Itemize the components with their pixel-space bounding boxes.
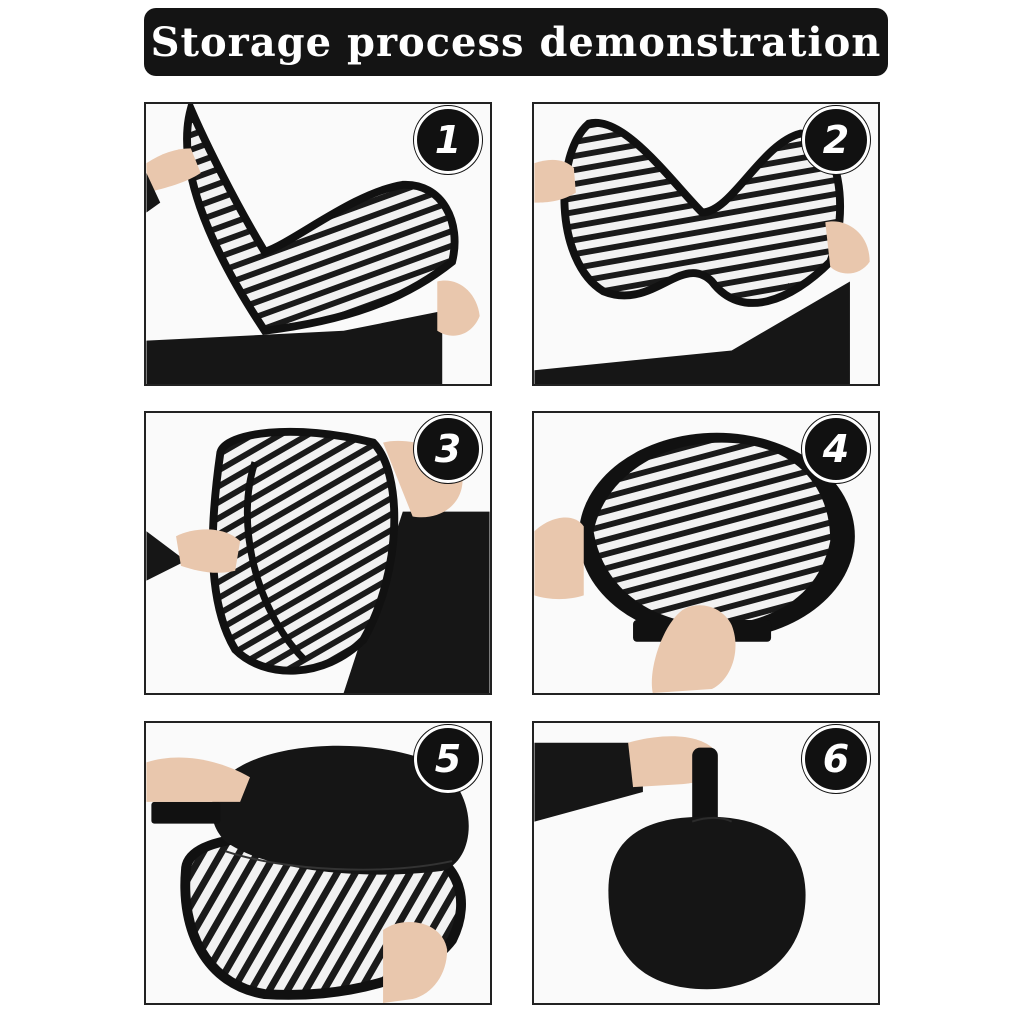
step-number-badge-3: 3 xyxy=(414,415,482,483)
step-number-badge-2: 2 xyxy=(802,106,870,174)
step-2-illustration xyxy=(534,118,870,384)
step-4-illustration xyxy=(534,432,855,693)
step-panel-5: 5 xyxy=(144,721,492,1005)
step-number-badge-6: 6 xyxy=(802,725,870,793)
step-1-illustration xyxy=(146,104,480,384)
step-5-illustration xyxy=(146,745,469,1003)
step-number-badge-1: 1 xyxy=(414,106,482,174)
step-number-badge-5: 5 xyxy=(414,725,482,793)
step-panel-6: 6 xyxy=(532,721,880,1005)
step-panel-2: 2 xyxy=(532,102,880,386)
title-banner: Storage process demonstration xyxy=(144,8,888,76)
step-panel-4: 4 xyxy=(532,411,880,695)
step-number-badge-4: 4 xyxy=(802,415,870,483)
page-title: Storage process demonstration xyxy=(150,18,882,66)
step-panel-1: 1 xyxy=(144,102,492,386)
step-panel-3: 3 xyxy=(144,411,492,695)
step-6-illustration xyxy=(534,736,806,990)
step-3-illustration xyxy=(146,427,490,693)
